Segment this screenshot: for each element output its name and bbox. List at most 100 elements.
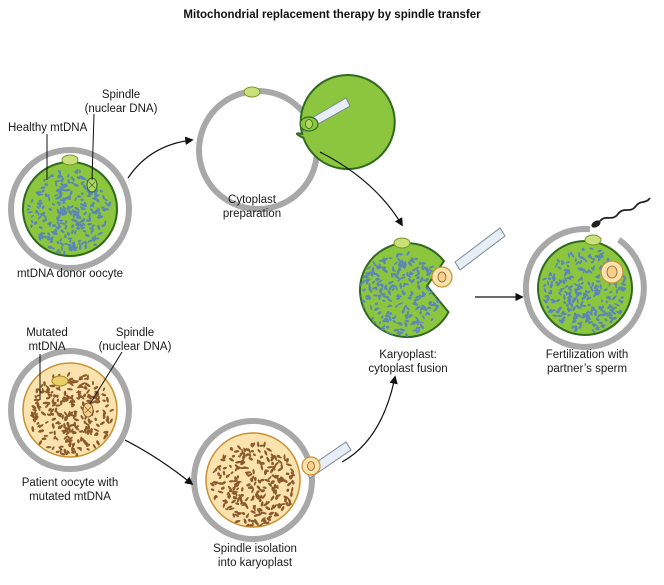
mtdna-particle [564,268,570,274]
mtdna-particle [248,457,253,461]
mtdna-particle [64,220,68,224]
mtdna-particle [235,122,237,126]
mtdna-particle [568,308,572,313]
mtdna-particle [56,241,60,245]
mtdna-particle [620,300,624,304]
mtdna-particle [78,241,81,246]
mtdna-particle [568,291,572,296]
mtdna-particle [226,140,232,143]
mtdna-particle [575,261,580,266]
mtdna-particle [578,325,582,330]
mtdna-particle [262,161,266,167]
mtdna-particle [278,161,281,167]
mtdna-particle [72,213,76,217]
mtdna-particle [416,269,420,274]
micropipette-icon [301,441,352,479]
mtdna-particle [574,326,578,331]
mtdna-particle [285,463,292,467]
mtdna-particle [54,182,58,187]
mtdna-particle [417,326,421,330]
mtdna-particle [268,511,274,516]
mtdna-particle [290,468,295,473]
mtdna-particle [253,176,255,180]
mtdna-particle [567,252,571,259]
mtdna-particle [219,474,222,480]
mtdna-particle [88,192,93,196]
mtdna-particle [557,308,561,312]
mtdna-particle [557,314,563,318]
mtdna-particle [55,421,60,425]
mtdna-particle [618,309,623,313]
mtdna-particle [236,475,240,479]
mtdna-particle [367,294,371,300]
mtdna-particle [234,464,240,470]
mtdna-particle [274,167,278,171]
mtdna-particle [614,303,620,307]
mtdna-particle [239,129,243,135]
mtdna-particle [381,315,384,319]
mtdna-particle [41,205,45,209]
mtdna-particle [425,278,430,281]
mtdna-particle [90,208,93,212]
mtdna-particle [553,273,556,277]
mtdna-particle [86,395,91,399]
micropipette-icon [454,227,506,271]
mtdna-particle [239,459,244,464]
mtdna-particle [601,251,605,255]
mtdna-particle [250,519,255,523]
mtdna-particle [76,446,82,450]
mtdna-particle [88,420,93,423]
mtdna-particle [66,450,70,454]
mtdna-particle [281,158,285,162]
mtdna-particle [60,229,65,234]
mtdna-particle [94,208,101,213]
mtdna-particle [559,287,565,291]
mtdna-particle [210,144,214,148]
mtdna-particle [277,129,282,132]
mtdna-particle [271,182,274,186]
mtdna-particle [362,288,366,292]
mtdna-particle [554,262,559,268]
mtdna-particle [259,478,265,482]
mtdna-particle [80,226,86,230]
mtdna-particle [77,392,81,396]
mtdna-particle [271,157,276,160]
mtdna-particle [32,418,36,423]
mtdna-particle [59,241,64,247]
mtdna-particle [37,215,42,220]
mtdna-particle [226,505,233,509]
mtdna-particle [91,236,96,241]
mtdna-particle [402,264,406,269]
mtdna-particle [283,454,286,460]
mtdna-particle [582,292,588,296]
mtdna-particle [610,310,617,315]
fertilized-cell [522,197,651,350]
mtdna-particle [222,164,226,167]
mtdna-particle [256,459,259,465]
mtdna-particle [401,273,406,277]
mtdna-particle [71,219,77,223]
mtdna-particle [568,296,572,303]
mtdna-particle [81,241,85,246]
mtdna-particle [236,480,242,483]
mtdna-particle [593,311,597,317]
mtdna-particle [45,396,51,400]
mtdna-particle [277,477,284,481]
mtdna-particle [44,193,48,197]
mtdna-particle [36,191,42,194]
mtdna-particle [52,232,58,236]
mtdna-particle [223,157,225,160]
mtdna-particle [281,141,285,144]
mtdna-particle [586,319,591,324]
mtdna-particle [276,157,281,160]
mtdna-particle [361,281,365,285]
mtdna-particle [566,303,569,307]
mtdna-particle [252,469,255,475]
mtdna-particle [92,444,96,449]
mtdna-particle [573,283,579,287]
mtdna-particle [48,207,52,211]
mtdna-particle [276,455,282,459]
mtdna-particle [65,431,70,436]
mtdna-particle [97,214,104,218]
